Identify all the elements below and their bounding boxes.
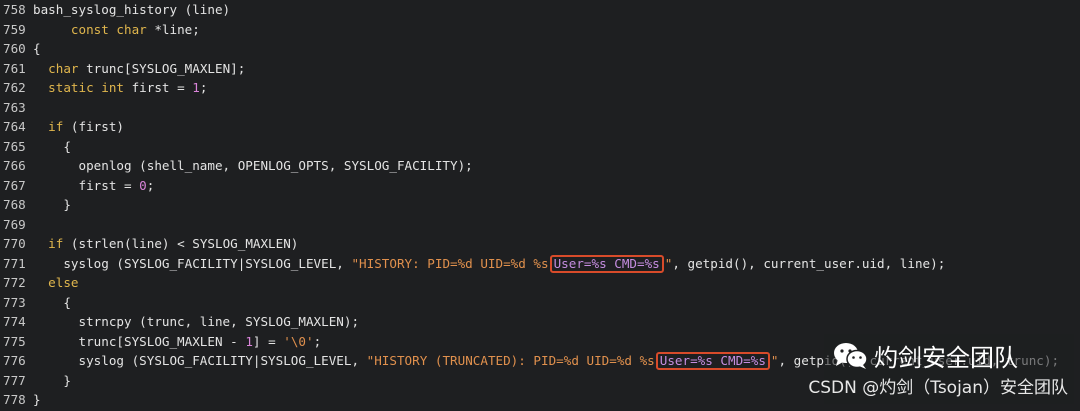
watermark: 灼剑安全团队 CSDN @灼剑（Tsojan）安全团队 bbox=[808, 334, 1074, 404]
string-literal: "HISTORY: PID=%d UID=%d %s bbox=[351, 255, 549, 271]
string-literal: " bbox=[664, 255, 673, 271]
line-number: 778 bbox=[3, 392, 26, 407]
string-literal: "HISTORY (TRUNCATED): PID=%d UID=%d %s bbox=[366, 353, 655, 368]
code-text: , getpid(), current_user.uid, line); bbox=[672, 255, 946, 271]
number-literal: 0 bbox=[139, 177, 147, 193]
code-line: 761 char trunc[SYSLOG_MAXLEN]; bbox=[0, 59, 1080, 79]
code-line: 758 bash_syslog_history (line) bbox=[0, 0, 1080, 20]
line-number: 764 bbox=[3, 119, 26, 134]
code-line: 766 openlog (shell_name, OPENLOG_OPTS, S… bbox=[0, 156, 1080, 176]
code-text bbox=[33, 80, 48, 95]
code-text: *line; bbox=[146, 21, 200, 37]
code-text: syslog (SYSLOG_FACILITY|SYSLOG_LEVEL, bbox=[33, 353, 367, 368]
code-line: 771 syslog (SYSLOG_FACILITY|SYSLOG_LEVEL… bbox=[0, 254, 1080, 274]
line-number: 771 bbox=[3, 255, 26, 271]
line-number: 765 bbox=[3, 138, 26, 154]
line-number: 760 bbox=[3, 41, 26, 56]
code-line: 769 bbox=[0, 215, 1080, 235]
wechat-icon bbox=[834, 342, 868, 369]
watermark-title-row: 灼剑安全团队 bbox=[832, 338, 1018, 373]
line-number: 776 bbox=[3, 353, 26, 368]
watermark-title: 灼剑安全团队 bbox=[874, 344, 1018, 372]
code-line: 768 } bbox=[0, 195, 1080, 215]
line-number: 770 bbox=[3, 236, 26, 251]
code-text: ; bbox=[146, 177, 155, 193]
line-number: 772 bbox=[3, 275, 26, 290]
code-text: first = bbox=[33, 177, 140, 193]
code-text: bash_syslog_history (line) bbox=[33, 2, 231, 17]
code-line: 777 } bbox=[0, 371, 1080, 391]
code-text: (strlen(line) < SYSLOG_MAXLEN) bbox=[63, 236, 299, 251]
keyword: static int bbox=[48, 80, 124, 95]
line-number: 766 bbox=[3, 158, 26, 173]
code-text: { bbox=[33, 41, 41, 56]
code-text: strncpy (trunc, line, SYSLOG_MAXLEN); bbox=[33, 314, 360, 329]
line-number: 759 bbox=[3, 21, 26, 37]
code-line: 765 { bbox=[0, 137, 1080, 157]
code-line: 772 else bbox=[0, 273, 1080, 293]
code-line: 773 { bbox=[0, 293, 1080, 313]
code-text: syslog (SYSLOG_FACILITY|SYSLOG_LEVEL, bbox=[33, 255, 352, 271]
line-number: 775 bbox=[3, 333, 26, 349]
line-number: 758 bbox=[3, 2, 26, 17]
keyword: else bbox=[48, 275, 79, 290]
code-text bbox=[33, 236, 48, 251]
line-number: 773 bbox=[3, 294, 26, 310]
line-number: 767 bbox=[3, 177, 26, 193]
keyword: if bbox=[48, 119, 64, 134]
code-text bbox=[33, 119, 48, 134]
code-text: trunc[SYSLOG_MAXLEN - bbox=[33, 333, 246, 349]
number-literal: 1 bbox=[192, 80, 200, 95]
line-number: 768 bbox=[3, 197, 26, 212]
watermark-caption: CSDN @灼剑（Tsojan）安全团队 bbox=[808, 378, 1068, 398]
highlight-box: User=%s CMD=%s bbox=[655, 352, 770, 370]
code-line: 759 const char *line; bbox=[0, 20, 1080, 40]
code-line: 778} bbox=[0, 390, 1080, 410]
keyword: if bbox=[48, 236, 64, 251]
code-text: ; bbox=[313, 333, 322, 349]
code-text: { bbox=[33, 294, 71, 310]
code-text: trunc[SYSLOG_MAXLEN]; bbox=[78, 60, 246, 76]
code-text: openlog (shell_name, OPENLOG_OPTS, SYSLO… bbox=[33, 158, 473, 173]
line-number: 763 bbox=[3, 99, 26, 115]
code-text: (first) bbox=[63, 119, 125, 134]
code-line: 770 if (strlen(line) < SYSLOG_MAXLEN) bbox=[0, 234, 1080, 254]
code-text: ; bbox=[199, 80, 208, 95]
code-line: 763 bbox=[0, 98, 1080, 118]
code-line: 775 trunc[SYSLOG_MAXLEN - 1] = '\0'; bbox=[0, 332, 1080, 352]
line-number: 762 bbox=[3, 80, 26, 95]
code-text bbox=[33, 22, 71, 37]
code-text: } bbox=[33, 392, 41, 407]
keyword: const char bbox=[70, 21, 147, 37]
number-literal: 1 bbox=[245, 333, 253, 349]
line-number: 769 bbox=[3, 216, 26, 232]
code-line: 760 { bbox=[0, 39, 1080, 59]
highlight-box: User=%s CMD=%s bbox=[549, 254, 664, 273]
code-text: } bbox=[33, 197, 71, 212]
code-text: } bbox=[33, 372, 71, 388]
code-line: 767 first = 0; bbox=[0, 176, 1080, 196]
char-literal: '\0' bbox=[283, 333, 314, 349]
code-text bbox=[33, 61, 48, 76]
line-number: 777 bbox=[3, 372, 26, 388]
code-text: { bbox=[33, 138, 71, 154]
line-number: 761 bbox=[3, 60, 26, 76]
code-text: ] = bbox=[252, 333, 284, 349]
code-line: 762 static int first = 1; bbox=[0, 78, 1080, 98]
code-line: 764 if (first) bbox=[0, 117, 1080, 137]
code-line: 774 strncpy (trunc, line, SYSLOG_MAXLEN)… bbox=[0, 312, 1080, 332]
code-text: first = bbox=[124, 80, 193, 95]
keyword: char bbox=[48, 60, 79, 76]
string-literal: " bbox=[770, 353, 779, 368]
code-text bbox=[33, 275, 48, 290]
line-number: 774 bbox=[3, 314, 26, 329]
